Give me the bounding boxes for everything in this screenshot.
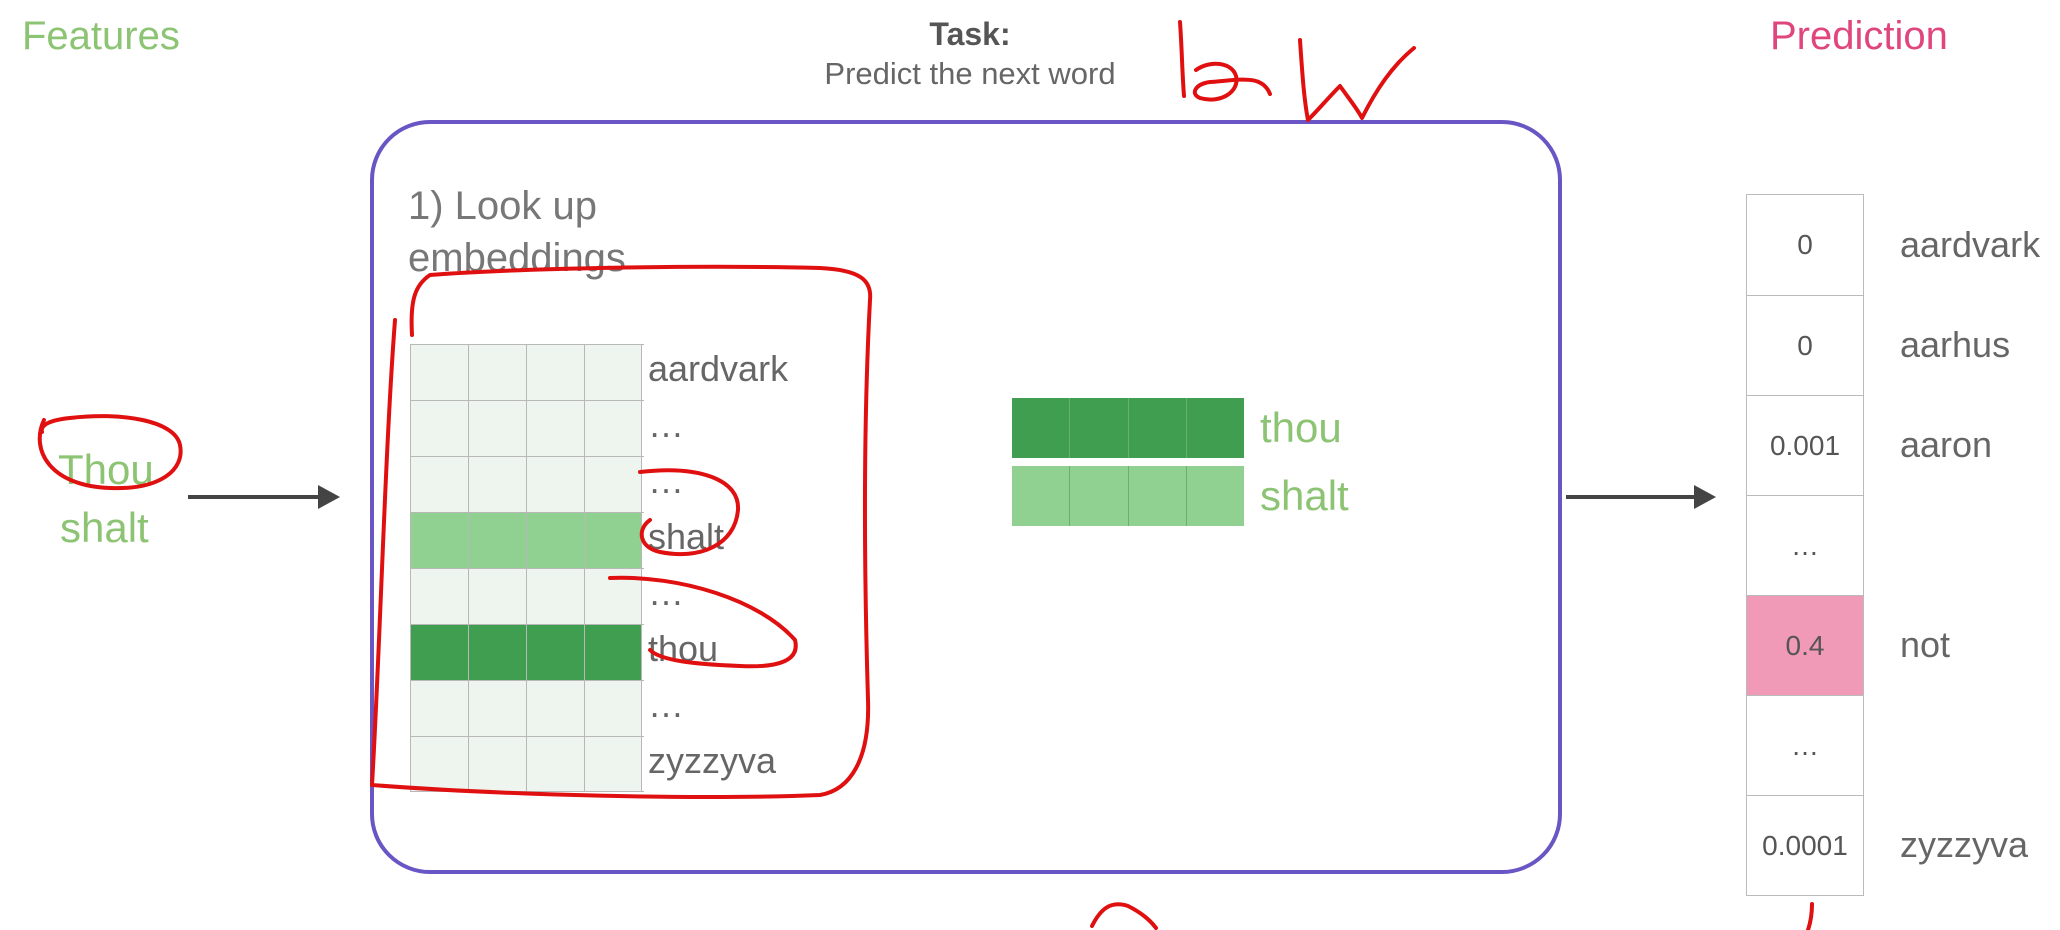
prediction-value: …	[1747, 695, 1863, 795]
embedding-row-label: …	[648, 404, 684, 445]
output-arrow-head	[1694, 485, 1716, 509]
embedding-row: shalt	[410, 512, 724, 568]
embedding-row-label: …	[648, 460, 684, 501]
embedding-row: aardvark	[410, 344, 788, 400]
embedding-cell	[410, 513, 468, 568]
prediction-word: aaron	[1900, 424, 1993, 465]
step-label-line1: 1) Look up	[408, 184, 598, 228]
embedding-row: zyzzyva	[410, 736, 776, 792]
input-arrow-head	[318, 485, 340, 509]
embedding-cell	[584, 401, 642, 456]
prediction-word: not	[1900, 624, 1951, 665]
task-label: Task:	[929, 16, 1011, 52]
embedding-row-label: …	[648, 684, 684, 725]
prediction-value: 0	[1797, 229, 1813, 260]
embedding-cell	[410, 401, 468, 456]
task-description: Predict the next word	[824, 56, 1116, 91]
embedding-row-label: aardvark	[648, 348, 789, 389]
embedding-cell	[526, 569, 584, 624]
embedding-row: …	[410, 680, 684, 736]
prediction-value: …	[1747, 495, 1863, 595]
embedding-cell	[410, 569, 468, 624]
embedding-cell	[410, 345, 468, 400]
looked-up-cell	[1185, 398, 1244, 458]
embedding-cell	[468, 737, 526, 791]
embedding-cell	[468, 401, 526, 456]
embedding-cell	[526, 681, 584, 736]
embedding-cell	[584, 737, 642, 791]
embedding-cell	[584, 457, 642, 512]
annotation-bottom-tick	[1806, 902, 1814, 930]
embedding-row: thou	[410, 624, 718, 680]
embedding-row: …	[410, 400, 684, 456]
looked-up-label: thou	[1260, 404, 1342, 451]
prediction-value: 0.0001	[1747, 795, 1863, 895]
annotation-circle-thou-row	[608, 575, 798, 669]
embedding-cell	[526, 457, 584, 512]
embedding-cell	[410, 457, 468, 512]
annotation-bottom-mark	[1090, 902, 1158, 930]
embedding-cell	[468, 345, 526, 400]
prediction-word: aardvark	[1900, 224, 2041, 265]
embedding-cell	[584, 625, 642, 680]
embedding-cell	[526, 513, 584, 568]
embedding-row: …	[410, 456, 684, 512]
embedding-cell	[468, 625, 526, 680]
looked-up-cell	[1069, 398, 1128, 458]
looked-up-embedding-shalt: shalt	[1012, 466, 1349, 526]
looked-up-cell	[1127, 398, 1186, 458]
embedding-cell	[584, 345, 642, 400]
embedding-cell	[526, 401, 584, 456]
embedding-row-label: zyzzyva	[648, 740, 777, 781]
looked-up-cell	[1012, 466, 1070, 526]
prediction-value: 0.001	[1747, 395, 1863, 495]
embedding-cell	[410, 737, 468, 791]
model-box	[370, 120, 1562, 874]
prediction-value: 0.4	[1747, 595, 1863, 695]
embedding-matrix: aardvark……shalt…thou…zyzzyva	[410, 344, 788, 792]
embedding-cell	[468, 569, 526, 624]
feature-word-shalt: shalt	[60, 504, 149, 551]
looked-up-label: shalt	[1260, 472, 1349, 519]
embedding-cell	[526, 737, 584, 791]
embedding-cell	[468, 681, 526, 736]
embedding-row: …	[410, 568, 684, 624]
annotation-loop-matrix	[370, 264, 873, 799]
prediction-word: zyzzyva	[1900, 824, 2029, 865]
embedding-cell	[526, 625, 584, 680]
looked-up-cell	[1127, 466, 1186, 526]
prediction-title: Prediction	[1770, 14, 1948, 58]
embedding-cell	[468, 457, 526, 512]
looked-up-cell	[1012, 398, 1070, 458]
annotation-circle-shalt	[638, 468, 741, 557]
embedding-cell	[410, 625, 468, 680]
looked-up-cell	[1069, 466, 1128, 526]
prediction-word: aarhus	[1900, 324, 2011, 365]
embedding-cell	[410, 681, 468, 736]
prediction-value: 0	[1747, 295, 1863, 395]
features-title: Features	[22, 14, 180, 58]
looked-up-embedding-thou: thou	[1012, 398, 1342, 458]
embedding-cell	[526, 345, 584, 400]
embedding-cell	[468, 513, 526, 568]
looked-up-cell	[1185, 466, 1244, 526]
annotation-circle-thou	[37, 414, 183, 491]
embedding-cell	[584, 681, 642, 736]
annotation-10w	[1178, 20, 1416, 122]
handwritten-annotations	[37, 20, 1814, 930]
